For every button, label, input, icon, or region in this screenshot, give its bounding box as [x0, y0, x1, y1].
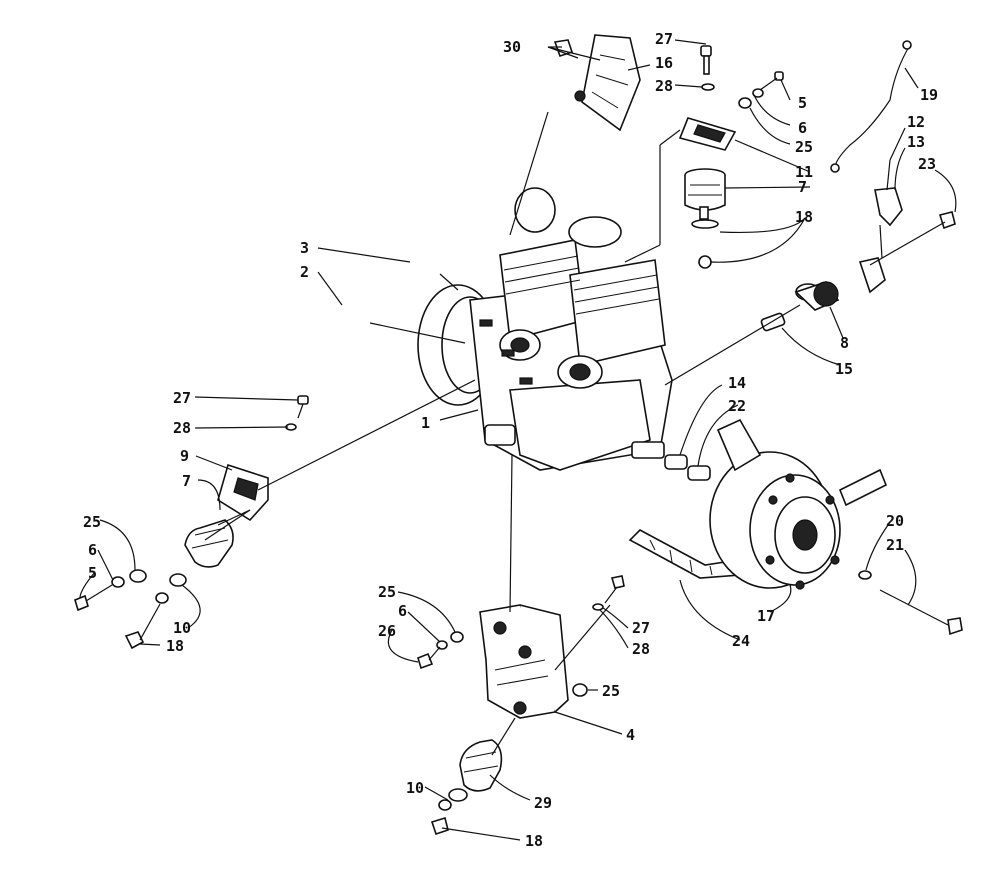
- callout-18-left: 18: [166, 637, 184, 655]
- callout-24: 24: [732, 632, 750, 650]
- callout-14: 14: [728, 374, 746, 392]
- callout-8: 8: [840, 334, 849, 352]
- callout-7: 7: [798, 178, 807, 196]
- rear-mount-hardware: [678, 45, 784, 269]
- callout-30: 30: [503, 38, 521, 56]
- leader-lines: [79, 39, 957, 841]
- drive-clutch-assembly: [628, 418, 963, 636]
- callout-5: 5: [798, 94, 807, 112]
- callout-11: 11: [795, 163, 813, 181]
- top-mount-bracket: [553, 34, 641, 132]
- callout-6-left: 6: [88, 541, 97, 559]
- callout-26: 26: [378, 622, 396, 640]
- callout-5-left: 5: [88, 564, 97, 582]
- callout-29: 29: [534, 794, 552, 812]
- callout-10-lower: 10: [406, 779, 424, 797]
- callout-2: 2: [300, 263, 309, 281]
- callout-4: 4: [626, 726, 635, 744]
- callout-10-left: 10: [173, 619, 191, 637]
- lower-mount-bracket: [417, 575, 625, 836]
- callout-28-lower: 28: [632, 640, 650, 658]
- callout-21: 21: [886, 536, 904, 554]
- callout-13: 13: [907, 133, 925, 151]
- callout-27-lower: 27: [632, 619, 650, 637]
- callout-25: 25: [795, 138, 813, 156]
- callout-25-lower: 25: [378, 583, 396, 601]
- callout-12: 12: [907, 113, 925, 131]
- callout-20: 20: [886, 512, 904, 530]
- callout-6-lower: 6: [398, 602, 407, 620]
- callout-23: 23: [918, 155, 936, 173]
- callout-7-left: 7: [182, 472, 191, 490]
- callout-27: 27: [655, 30, 673, 48]
- callout-6: 6: [798, 119, 807, 137]
- ground-wire: [830, 40, 912, 173]
- callout-18: 18: [795, 208, 813, 226]
- left-mount-hardware: [74, 395, 309, 650]
- callout-27-left: 27: [173, 389, 191, 407]
- callout-15: 15: [835, 360, 853, 378]
- callout-25-right: 25: [602, 682, 620, 700]
- callout-17: 17: [757, 607, 775, 625]
- callout-28-left: 28: [173, 419, 191, 437]
- right-side-hardware: [760, 187, 956, 332]
- callout-19: 19: [920, 86, 938, 104]
- callout-22: 22: [728, 397, 746, 415]
- callout-25-left: 25: [83, 513, 101, 531]
- callout-18-lower: 18: [525, 832, 543, 850]
- callout-9: 9: [180, 447, 189, 465]
- callout-labels: 30 16 27 28 5 6 25 11 7 18 19 12 13 23 3…: [83, 30, 938, 850]
- engine-assembly: [417, 187, 673, 471]
- callout-28: 28: [655, 77, 673, 95]
- callout-1: 1: [421, 414, 430, 432]
- callout-16: 16: [655, 54, 673, 72]
- callout-3: 3: [300, 239, 309, 257]
